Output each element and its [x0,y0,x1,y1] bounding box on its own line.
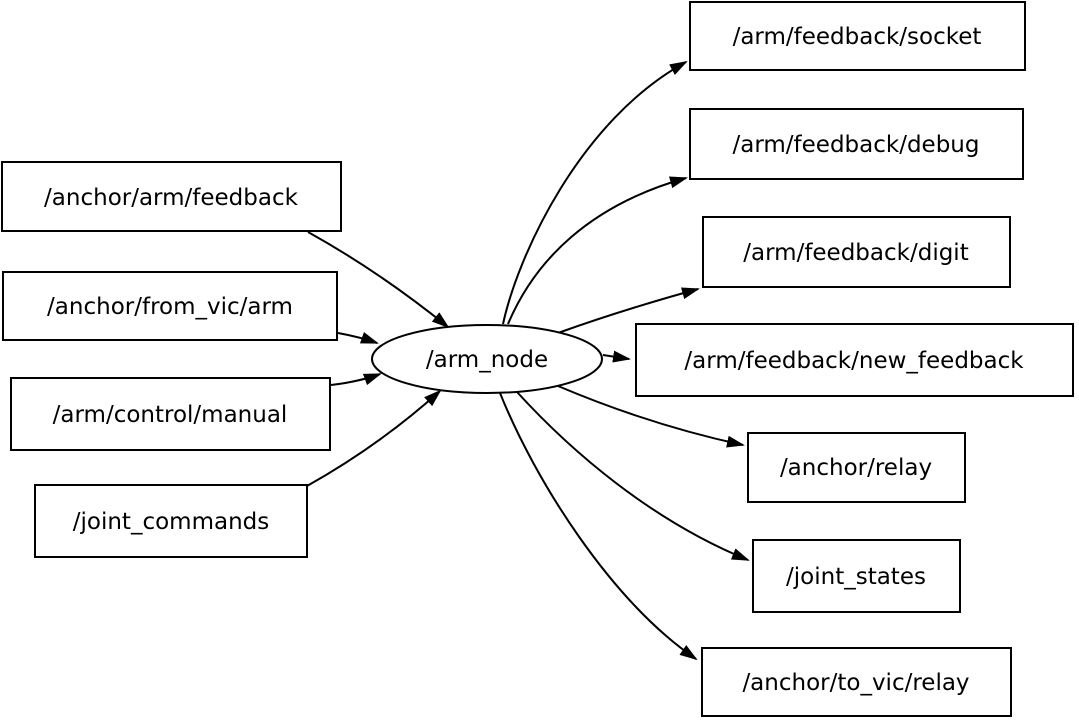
node-box [10,377,331,451]
edge-joint-commands-to-arm-node [306,389,442,487]
node-box [747,432,966,503]
node-box [1,161,342,232]
node-box [689,1,1026,71]
node-label: /arm/feedback/socket [733,24,982,50]
node-joint-states: /joint_states [752,539,961,613]
edge-arm-node-to-anchor-relay [557,385,745,448]
edge-anchor-arm-feedback-to-arm-node [307,231,450,329]
node-anchor-relay: /anchor/relay [747,432,966,503]
node-label: /joint_states [786,564,926,590]
edge-arm-node-to-arm-feedback-digit [557,287,700,334]
node-label: /arm/control/manual [53,402,288,428]
node-label: /anchor/arm/feedback [44,185,299,211]
edge-arm-control-manual-to-arm-node [330,373,382,386]
edge-arm-node-to-arm-feedback-new-feedback [602,350,631,363]
node-label: /arm/feedback/debug [733,132,980,158]
node-arm-feedback-socket: /arm/feedback/socket [689,1,1026,71]
node-anchor-to-vic-relay: /anchor/to_vic/relay [701,647,1012,717]
node-label: /arm_node [426,347,548,373]
edge-arm-node-to-arm-feedback-socket [502,61,688,325]
node-arm-feedback-digit: /arm/feedback/digit [702,216,1011,288]
node-anchor-arm-feedback: /anchor/arm/feedback [1,161,342,232]
node-anchor-from-vic-arm: /anchor/from_vic/arm [2,271,338,341]
node-box [752,539,961,613]
node-box [635,323,1074,397]
node-box [689,108,1024,180]
node-box [34,484,308,558]
edges [306,61,750,661]
node-box [2,271,338,341]
node-label: /arm/feedback/digit [743,240,968,266]
node-label: /anchor/relay [780,455,932,481]
node-label: /arm/feedback/new_feedback [684,348,1024,374]
edge-anchor-from-vic-arm-to-arm-node [337,332,379,344]
edge-arm-node-to-anchor-to-vic-relay [499,392,698,661]
node-box [702,216,1011,288]
node-arm-node: /arm_node [371,324,603,394]
node-arm-feedback-debug: /arm/feedback/debug [689,108,1024,180]
edge-arm-node-to-joint-states [516,391,750,561]
node-arm-feedback-new-feedback: /arm/feedback/new_feedback [635,323,1074,397]
node-label: /anchor/to_vic/relay [742,670,969,696]
node-ellipse [371,324,603,394]
node-joint-commands: /joint_commands [34,484,308,558]
node-arm-control-manual: /arm/control/manual [10,377,331,451]
edge-arm-node-to-arm-feedback-debug [507,176,688,325]
node-label: /anchor/from_vic/arm [47,294,293,320]
node-box [701,647,1012,717]
node-label: /joint_commands [73,509,269,535]
